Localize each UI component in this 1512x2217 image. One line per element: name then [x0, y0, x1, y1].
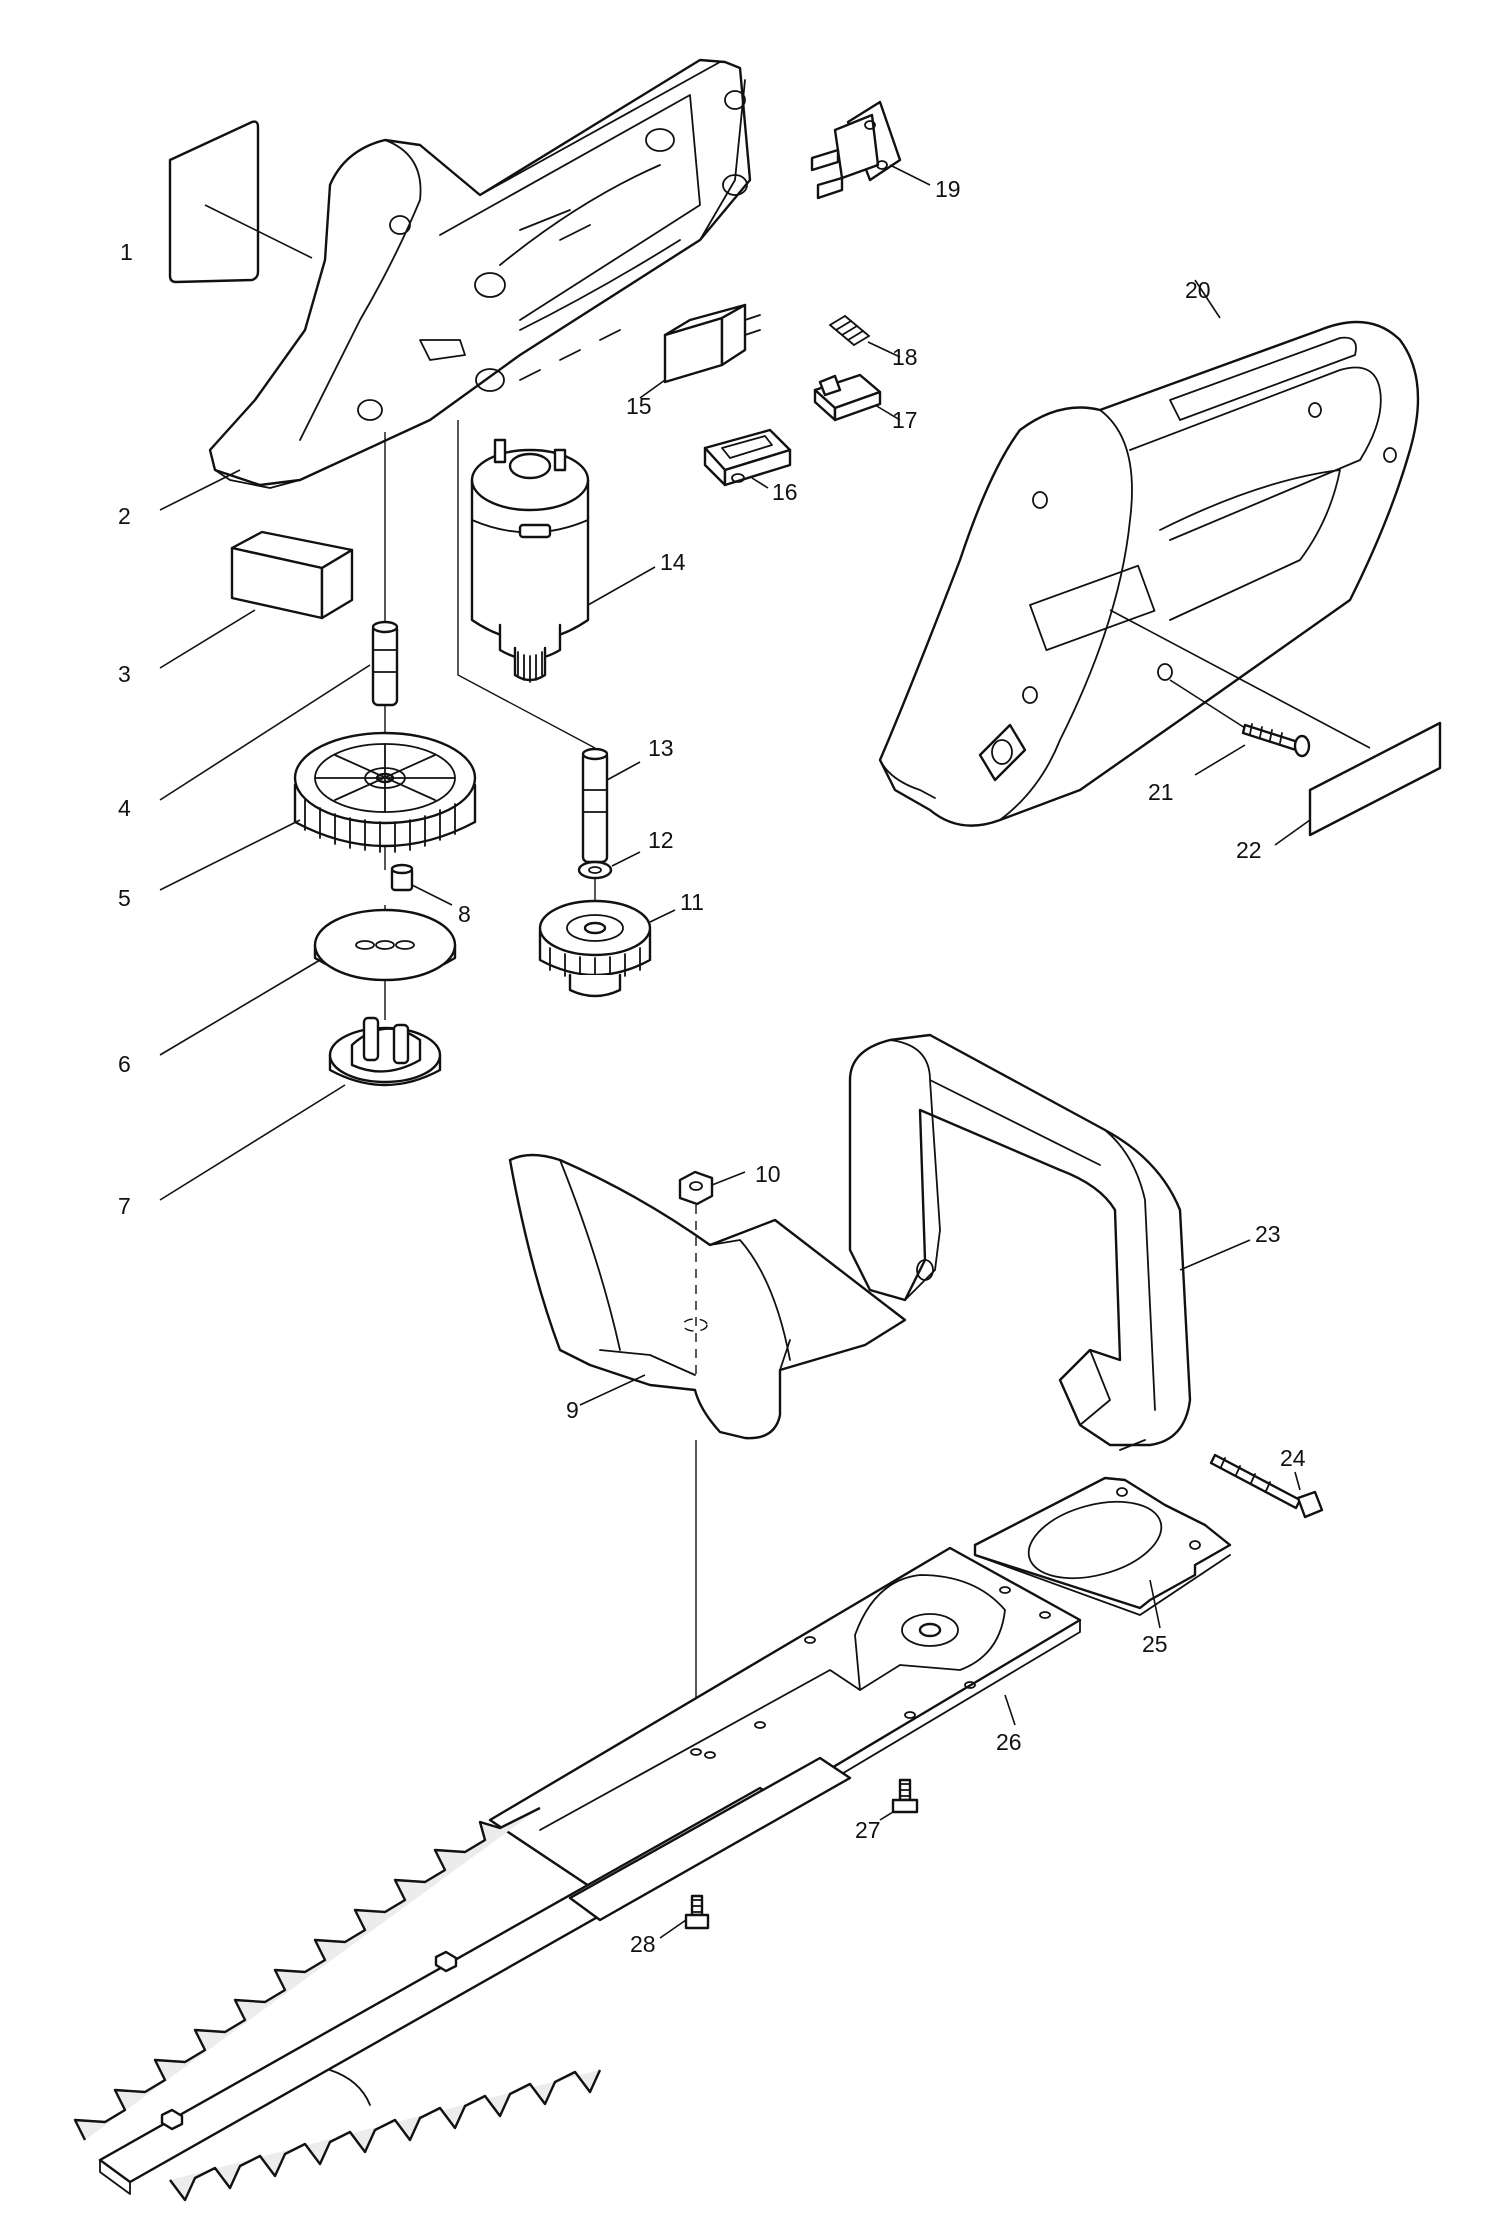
part-9-hand-guard: [508, 1153, 907, 1440]
part-14-motor: [470, 438, 656, 683]
part-27-screw: [879, 1778, 919, 1821]
part-28-screw: [659, 1894, 710, 1939]
callout-26: 26: [996, 1729, 1022, 1755]
callout-2: 2: [118, 503, 131, 529]
part-16-switch-holder: [703, 428, 792, 489]
callout-15: 15: [626, 393, 652, 419]
callout-1: 1: [120, 239, 133, 265]
part-4-pin: [159, 620, 399, 801]
part-19-terminal-block: [810, 100, 931, 200]
callout-8: 8: [458, 901, 471, 927]
callout-6: 6: [118, 1051, 131, 1077]
part-20-handle-cover: [878, 279, 1420, 827]
part-6-washer: [159, 908, 457, 1056]
callout-18: 18: [892, 344, 918, 370]
part-5-large-gear: [159, 731, 477, 891]
callout-13: 13: [648, 735, 674, 761]
part-7-crank: [159, 1016, 442, 1201]
part-3-foam-block: [159, 530, 354, 669]
callout-10: 10: [755, 1161, 781, 1187]
blade-assembly: [73, 1756, 852, 2202]
part-12-washer: [577, 851, 641, 880]
callout-21: 21: [1148, 779, 1174, 805]
callout-17: 17: [892, 407, 918, 433]
part-13-pin: [581, 747, 641, 864]
part-21-screw: [1169, 679, 1311, 776]
part-24-bolt: [1209, 1453, 1324, 1519]
blade-teeth-lower: [169, 2069, 602, 2202]
callout-22: 22: [1236, 837, 1262, 863]
callout-3: 3: [118, 661, 131, 687]
part-22-label: [1109, 609, 1442, 846]
callout-25: 25: [1142, 1631, 1168, 1657]
part-8-small-pin: [390, 863, 453, 906]
callout-4: 4: [118, 795, 131, 821]
callout-14: 14: [660, 549, 686, 575]
part-18-spring: [829, 315, 901, 358]
callout-5: 5: [118, 885, 131, 911]
callout-11: 11: [680, 889, 704, 915]
callout-12: 12: [648, 827, 674, 853]
part-15-switch: [639, 303, 761, 399]
callout-7: 7: [118, 1193, 131, 1219]
callout-24: 24: [1280, 1445, 1306, 1471]
callout-28: 28: [630, 1931, 656, 1957]
part-25-plate: [973, 1476, 1232, 1629]
part-2-housing: [159, 58, 752, 511]
callout-labels: 1 2 3 4 5 6 7 8 9 10 11 12 13 14 15 16 1…: [118, 176, 1306, 1957]
assembly-axis-right: [457, 420, 596, 749]
part-1-label-plate: [168, 120, 313, 284]
callout-20: 20: [1185, 277, 1211, 303]
blade-teeth-upper: [73, 1806, 541, 2141]
callout-9: 9: [566, 1397, 579, 1423]
part-11-pinion-gear: [538, 899, 676, 998]
callout-19: 19: [935, 176, 961, 202]
part-23-front-handle: [848, 1033, 1251, 1451]
callout-16: 16: [772, 479, 798, 505]
callout-27: 27: [855, 1817, 881, 1843]
part-26-base-plate: [488, 1546, 1082, 1913]
part-17-lock-lever: [813, 373, 901, 422]
callout-23: 23: [1255, 1221, 1281, 1247]
